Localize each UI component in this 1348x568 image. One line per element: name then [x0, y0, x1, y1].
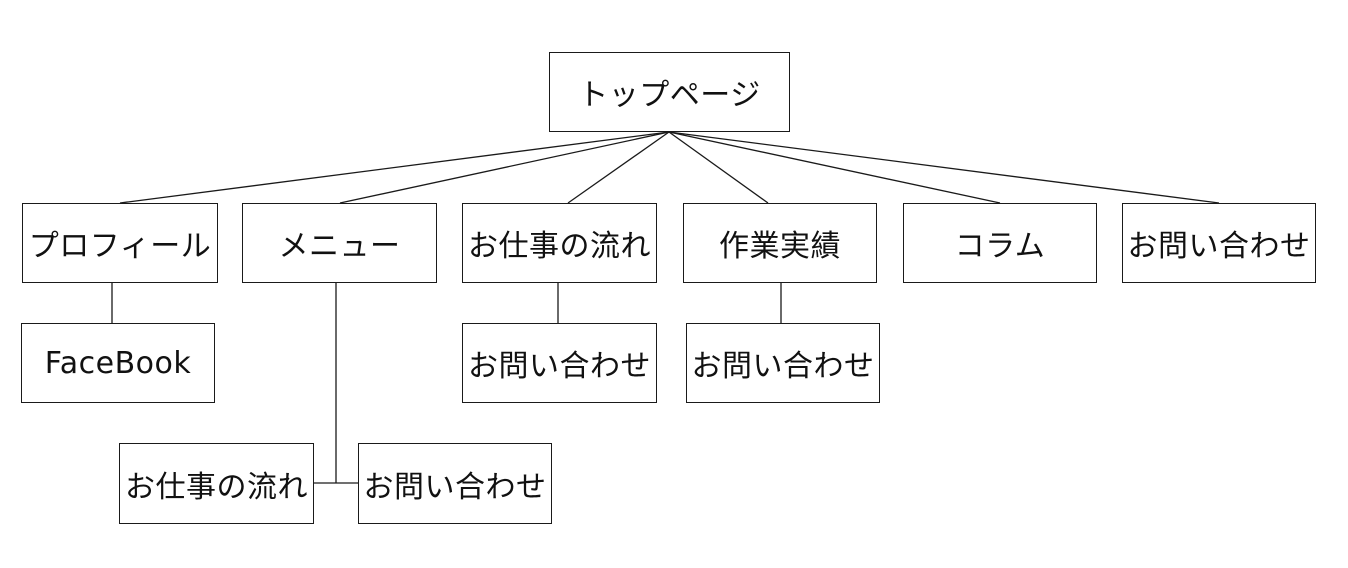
- node-label: お問い合わせ: [1127, 229, 1311, 264]
- node-label: コラム: [954, 229, 1046, 264]
- node-menu-contact: お問い合わせ: [358, 443, 552, 524]
- node-top-page: トップページ: [549, 52, 790, 132]
- connector-top-to-menu: [339, 131, 670, 204]
- node-contact: お問い合わせ: [1122, 203, 1316, 283]
- node-profile: プロフィール: [22, 203, 218, 283]
- node-work-flow: お仕事の流れ: [462, 203, 657, 283]
- connector-top-to-column: [668, 131, 1001, 204]
- node-label: トップページ: [578, 78, 761, 113]
- node-label: FaceBook: [44, 345, 192, 381]
- node-menu-work-flow: お仕事の流れ: [119, 443, 314, 524]
- node-label: お仕事の流れ: [468, 229, 651, 264]
- node-label: 作業実績: [719, 229, 841, 264]
- connector-top-to-flow: [567, 131, 670, 204]
- node-label: お問い合わせ: [363, 469, 547, 505]
- node-works: 作業実績: [683, 203, 877, 283]
- node-label: プロフィール: [28, 229, 212, 264]
- node-work-flow-contact: お問い合わせ: [462, 323, 657, 403]
- node-label: お問い合わせ: [468, 349, 651, 384]
- connector-top-to-contact: [668, 131, 1220, 204]
- node-label: お問い合わせ: [691, 349, 875, 384]
- node-works-contact: お問い合わせ: [686, 323, 880, 403]
- node-label: メニュー: [278, 229, 401, 264]
- connector-top-to-profile: [119, 131, 670, 204]
- node-facebook: FaceBook: [21, 323, 215, 403]
- connector-top-to-works: [668, 131, 769, 204]
- node-column: コラム: [903, 203, 1097, 283]
- node-menu: メニュー: [242, 203, 437, 283]
- node-label: お仕事の流れ: [125, 469, 308, 505]
